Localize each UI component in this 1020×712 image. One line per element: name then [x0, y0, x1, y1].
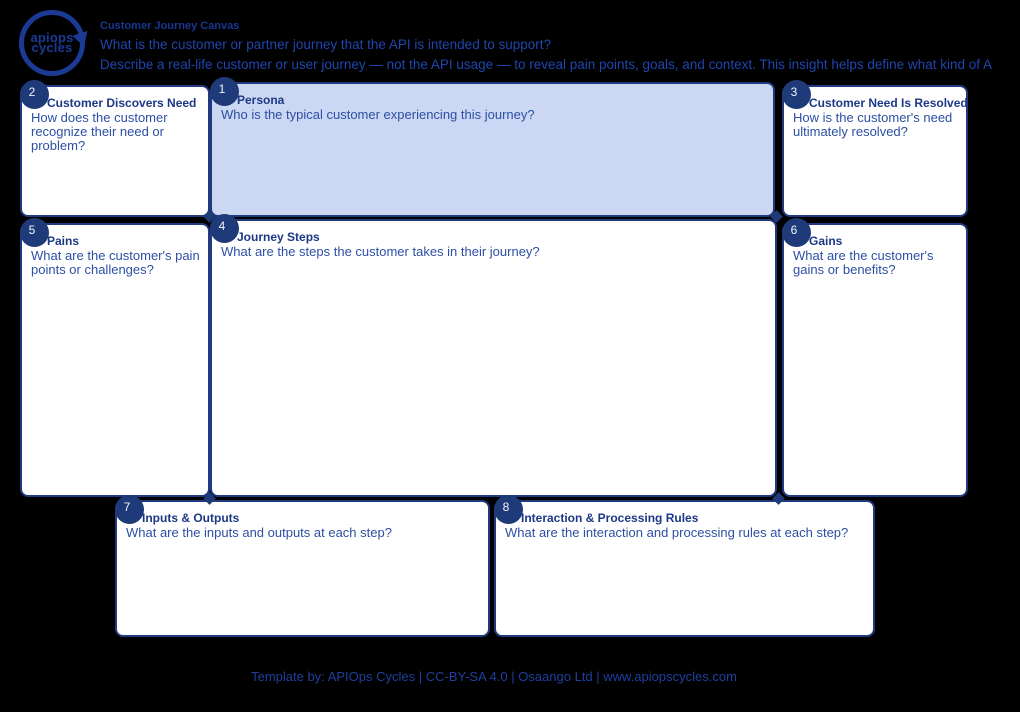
box-number-badge: 4 [210, 214, 239, 243]
apiops-cycles-logo: apiops cycles [17, 7, 97, 77]
box-question: What are the interaction and processing … [505, 525, 849, 540]
box-number-badge: 5 [20, 218, 49, 247]
canvas-box-customer-discovers-need: 2 Customer Discovers Need How does the c… [20, 80, 210, 217]
box-number-badge: 6 [782, 218, 811, 247]
box-number-badge: 7 [115, 495, 144, 524]
box-question: What are the customer's pain points or c… [31, 248, 200, 277]
box-number-badge: 1 [210, 77, 239, 106]
box-number-badge: 8 [494, 495, 523, 524]
box-title: Persona [237, 93, 285, 107]
logo-ring-icon [19, 10, 85, 76]
box-question: What are the steps the customer takes in… [221, 244, 540, 259]
box-question: How does the customer recognize their ne… [31, 110, 168, 153]
canvas-title: Customer Journey Canvas [100, 20, 240, 32]
box-question: What are the customer's gains or benefit… [793, 248, 934, 277]
logo-wordmark: apiops cycles [19, 10, 85, 76]
canvas-box-persona: 1 Persona Who is the typical customer ex… [210, 77, 775, 217]
canvas-box-pains: 5 Pains What are the customer's pain poi… [20, 218, 210, 497]
box-title: Journey Steps [237, 230, 320, 244]
canvas-box-inputs-outputs: 7 Inputs & Outputs What are the inputs a… [115, 495, 490, 637]
box-title: Customer Need Is Resolved [809, 96, 968, 110]
box-title: Pains [47, 234, 80, 248]
box-question: What are the inputs and outputs at each … [126, 525, 392, 540]
box-question: How is the customer's need ultimately re… [793, 110, 953, 139]
box-title: Customer Discovers Need [47, 96, 197, 110]
box-number-badge: 2 [20, 80, 49, 109]
box-title: Inputs & Outputs [142, 511, 240, 525]
box-title: Interaction & Processing Rules [521, 511, 699, 525]
box-title: Gains [809, 234, 843, 248]
canvas-box-interaction-processing-rules: 8 Interaction & Processing Rules What ar… [494, 495, 875, 637]
canvas-description: Describe a real-life customer or user jo… [100, 57, 992, 72]
box-number-badge: 3 [782, 80, 811, 109]
logo-word-apiops: apiops [30, 30, 74, 45]
canvas-box-journey-steps: 4 Journey Steps What are the steps the c… [210, 214, 777, 497]
logo-word-cycles: cycles [31, 40, 73, 55]
footer-credit: Template by: APIOps Cycles | CC-BY-SA 4.… [251, 669, 737, 684]
canvas-question: What is the customer or partner journey … [100, 37, 551, 52]
canvas-box-customer-need-resolved: 3 Customer Need Is Resolved How is the c… [782, 80, 968, 217]
canvas-box-gains: 6 Gains What are the customer's gains or… [782, 218, 968, 497]
box-question: Who is the typical customer experiencing… [221, 107, 535, 122]
